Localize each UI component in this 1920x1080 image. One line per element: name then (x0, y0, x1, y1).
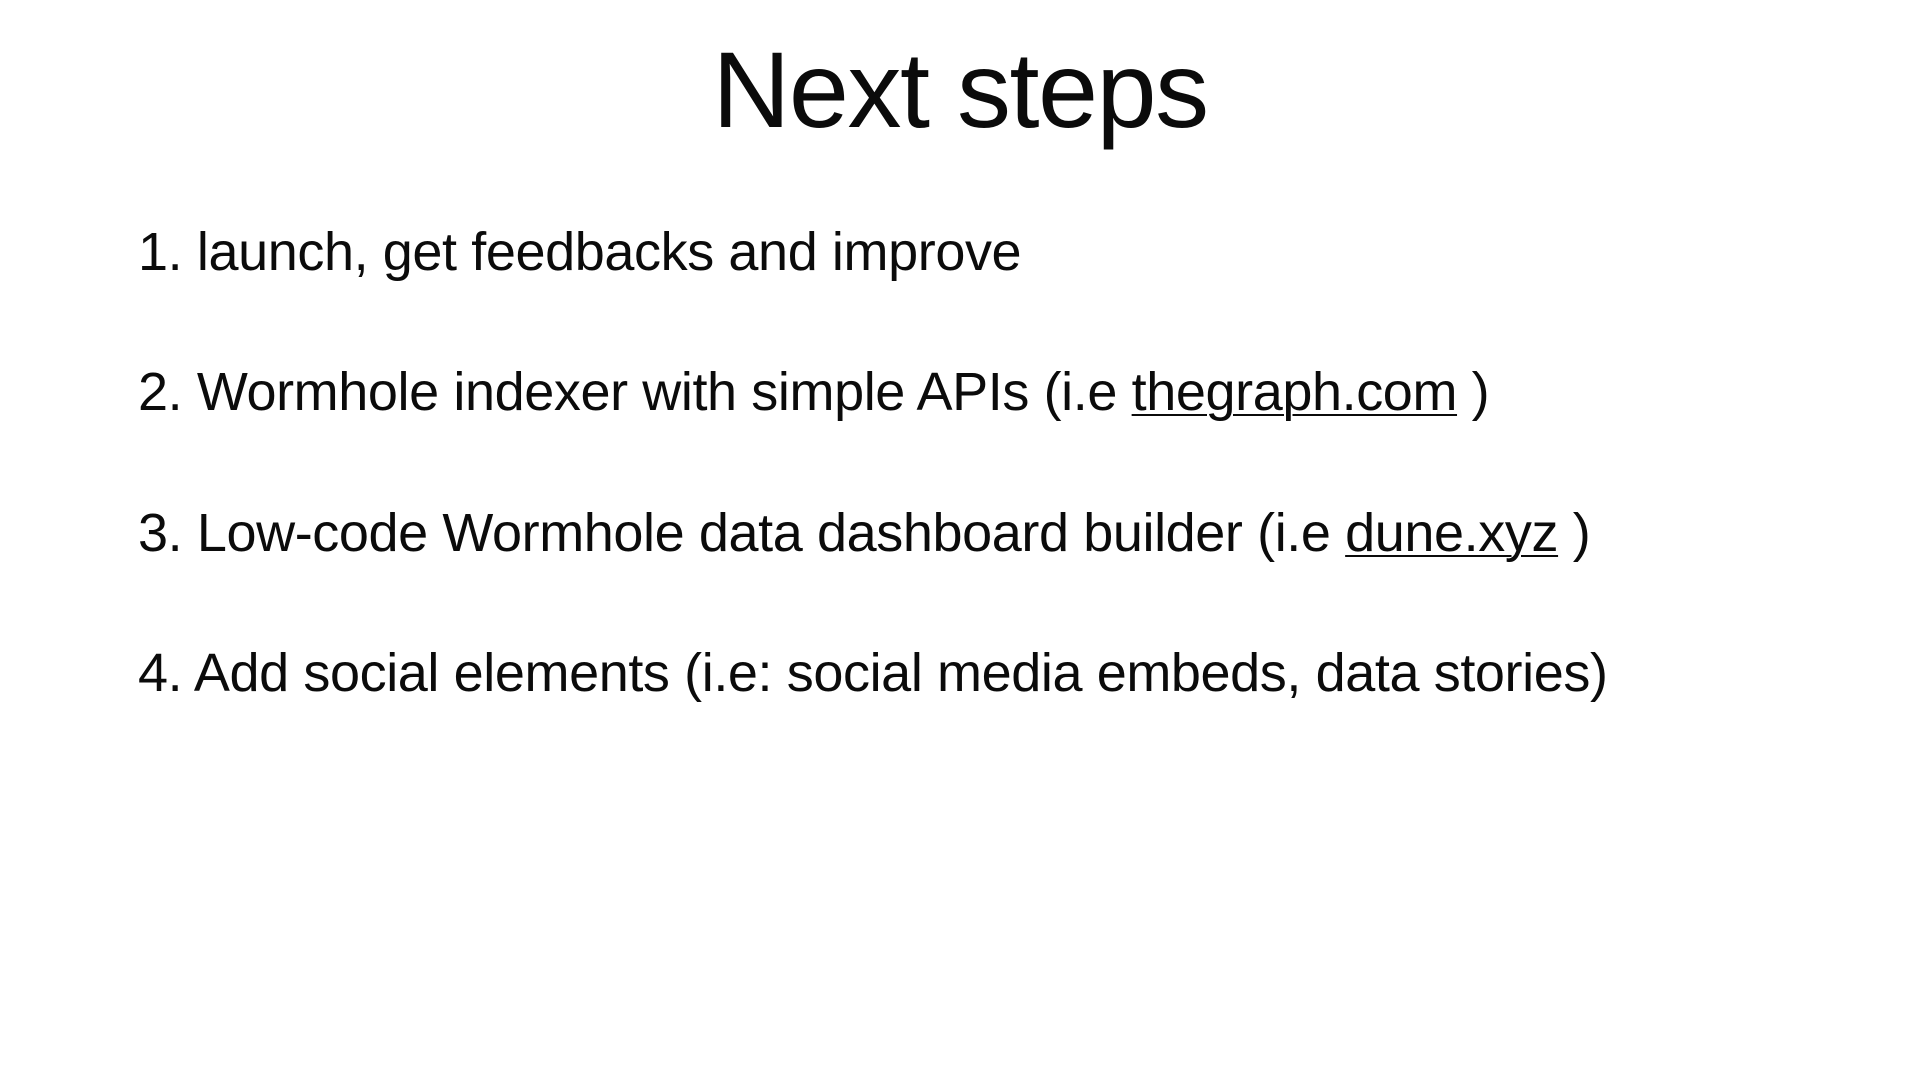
list-item-number: 4. (138, 643, 183, 704)
list-item: 4. Add social elements (i.e: social medi… (138, 643, 1818, 703)
list-item-number: 1. (138, 222, 183, 282)
list-item-text: Add social elements (i.e: social media e… (193, 643, 1608, 704)
list-item-link[interactable]: thegraph.com (1131, 362, 1458, 423)
list-item-text: Low-code Wormhole data dashboard builder… (196, 502, 1346, 563)
list-item-number: 2. (138, 362, 183, 423)
list-item-text: Wormhole indexer with simple APIs (i.e (196, 362, 1132, 423)
list-item-number: 3. (138, 502, 183, 563)
list-item-text-suffix: ) (1471, 362, 1490, 423)
page-title: Next steps (712, 29, 1209, 150)
list-item: 3. Low-code Wormhole data dashboard buil… (138, 503, 1818, 563)
list-item-link[interactable]: dune.xyz (1345, 502, 1559, 563)
list-item-text-suffix: ) (1572, 502, 1591, 563)
list-item: 1. launch, get feedbacks and improve (138, 222, 1818, 282)
next-steps-list: 1. launch, get feedbacks and improve 2. … (138, 222, 1818, 704)
list-item: 2. Wormhole indexer with simple APIs (i.… (138, 362, 1818, 422)
list-item-text: launch, get feedbacks and improve (196, 222, 1022, 282)
